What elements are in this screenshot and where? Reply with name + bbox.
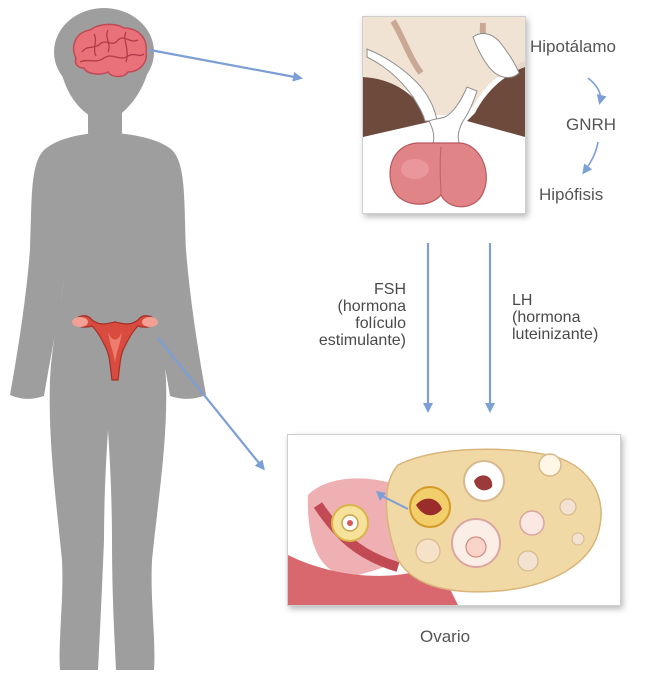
uterus-to-ovary-arrow — [158, 338, 263, 468]
hypothalamus-to-gnrh-arrow — [588, 78, 601, 102]
lh-label-line: luteinizante) — [512, 326, 598, 343]
fsh-label-line: folículo — [268, 315, 406, 332]
pituitary-label: Hipófisis — [539, 186, 603, 203]
pituitary-drawing — [363, 17, 525, 213]
hypothalamus-label: Hipotálamo — [530, 38, 616, 55]
ovary-illustration — [287, 434, 621, 606]
gnrh-label: GNRH — [566, 116, 616, 133]
pituitary-gland-illustration — [362, 16, 526, 214]
lh-label: LH (hormona luteinizante) — [512, 292, 598, 343]
lh-label-line: LH — [512, 292, 598, 309]
brain-to-pituitary-arrow — [150, 50, 300, 78]
ovary-label: Ovario — [420, 628, 470, 645]
ovary-drawing — [288, 435, 620, 605]
fsh-label-line: (hormona — [268, 298, 406, 315]
fsh-label-line: FSH — [268, 281, 406, 298]
fsh-label-line: estimulante) — [268, 332, 406, 349]
gnrh-to-pituitary-arrow — [584, 142, 598, 172]
lh-label-line: (hormona — [512, 309, 598, 326]
fsh-label: FSH (hormona folículo estimulante) — [268, 281, 406, 349]
